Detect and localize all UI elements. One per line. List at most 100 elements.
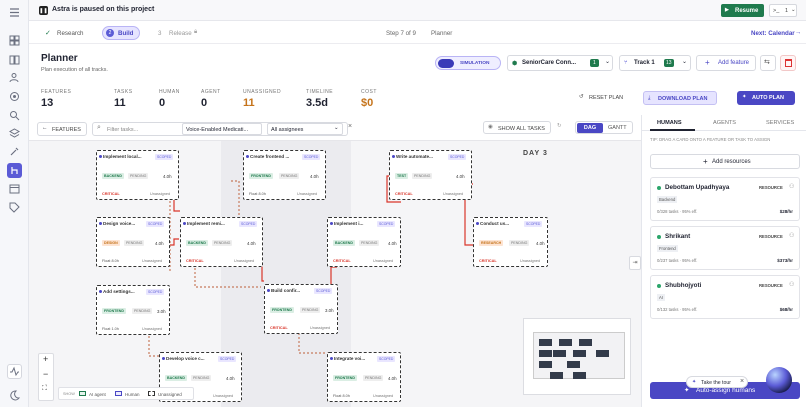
eye-icon: ◉ xyxy=(488,124,493,130)
tab-services[interactable]: SERVICES xyxy=(766,120,795,126)
terminal-button[interactable]: >_ 1 ⌄ xyxy=(769,4,797,17)
auto-plan-button[interactable]: ✦ AUTO PLAN xyxy=(737,91,795,105)
fit-view-icon[interactable]: ⛶ xyxy=(42,385,47,392)
take-tour-button[interactable]: ✦ Take the tour × xyxy=(686,376,748,388)
dashboard-icon[interactable] xyxy=(7,33,22,48)
terminal-icon: >_ xyxy=(773,8,780,14)
refresh-icon[interactable]: ↻ xyxy=(557,123,562,129)
task-card[interactable]: Build confir... SCOPED FRONTEND PENDING … xyxy=(264,284,338,334)
resume-button[interactable]: ▶ Resume xyxy=(721,4,764,17)
clear-filter-icon[interactable]: × xyxy=(348,123,353,130)
dag-tab[interactable]: DAG xyxy=(577,123,603,133)
task-card[interactable]: Implement i... SCOPED BACKEND PENDING 4.… xyxy=(327,217,401,267)
assign-tip: TIP: DRAG A CARD ONTO A FEATURE OR TASK … xyxy=(650,137,771,142)
add-feature-button[interactable]: + Add feature xyxy=(696,55,756,71)
toggle-knob xyxy=(438,59,454,68)
task-card[interactable]: Implement local... SCOPED BACKEND PENDIN… xyxy=(96,150,179,200)
features-button[interactable]: ← FEATURES xyxy=(37,122,87,136)
status-dot xyxy=(476,222,479,225)
chevron-down-icon: ⌄ xyxy=(791,7,796,13)
collapse-panel-icon[interactable]: ⇥ xyxy=(629,256,641,270)
status-dot xyxy=(99,222,102,225)
step-release[interactable]: Release xyxy=(169,30,192,37)
project-icon: ⬢ xyxy=(512,61,518,67)
moon-icon[interactable] xyxy=(7,388,22,403)
workflow-steps: ✓ Research 2 Build 3 Release 🔒︎ Step 7 o… xyxy=(29,22,806,44)
status-dot xyxy=(330,357,333,360)
resource-card[interactable]: Debottam Upadhyaya RESOURCE ⚇ Backend 0/… xyxy=(650,177,800,221)
zoom-in-button[interactable]: + xyxy=(43,354,49,364)
page-subtitle: Plan execution of all tracks. xyxy=(41,67,108,73)
sparkle-icon: ✦ xyxy=(692,379,697,385)
tag-icon[interactable] xyxy=(7,200,22,215)
sliders-button[interactable]: ⇆ xyxy=(760,55,776,71)
users-icon[interactable] xyxy=(7,70,22,85)
step-research[interactable]: Research xyxy=(57,30,84,37)
paused-banner: ❚❚ Astra is paused on this project ▶ Res… xyxy=(29,0,806,21)
task-card[interactable]: Add settings... SCOPED FRONTEND PENDING … xyxy=(96,285,170,335)
canvas-toolbar: ← FEATURES ⌕ Filter tasks... Voice-Enabl… xyxy=(29,118,641,140)
next-link[interactable]: Next: Calendar xyxy=(751,30,795,37)
zoom-out-button[interactable]: − xyxy=(43,369,49,379)
target-icon[interactable] xyxy=(7,89,22,104)
plus-icon: + xyxy=(703,157,708,166)
task-card[interactable]: Integrate voi... SCOPED FRONTEND PENDING… xyxy=(327,352,401,402)
task-card[interactable]: Conduct us... SCOPED RESEARCH PENDING 4.… xyxy=(473,217,548,267)
resource-card[interactable]: Shubhojyoti RESOURCE ⚇ AI 0/132 tasks · … xyxy=(650,275,800,319)
sliders-icon: ⇆ xyxy=(764,59,770,66)
calendar-icon[interactable] xyxy=(7,181,22,196)
chevron-down-icon: ⌄ xyxy=(605,59,611,65)
tab-humans[interactable]: HUMANS xyxy=(657,120,682,126)
minimap[interactable] xyxy=(523,318,631,395)
track-select[interactable]: ⑂ Track 1 13 ⌄ xyxy=(619,55,691,71)
delete-button[interactable] xyxy=(780,55,796,71)
tools-icon[interactable] xyxy=(7,144,22,159)
task-card[interactable]: Create frontend ... SCOPED FRONTEND PEND… xyxy=(243,150,326,200)
close-icon[interactable]: × xyxy=(740,378,745,385)
status-dot xyxy=(330,222,333,225)
tab-agents[interactable]: AGENTS xyxy=(713,120,737,126)
status-dot xyxy=(183,222,186,225)
ai-swatch xyxy=(79,391,86,396)
dag-canvas[interactable]: DAY 3 Implement local... SCOPED BACKEND … xyxy=(29,140,641,407)
download-plan-button[interactable]: ⤓ DOWNLOAD PLAN xyxy=(643,91,717,105)
add-resources-button[interactable]: + Add resources xyxy=(650,154,800,169)
task-card[interactable]: Design voice... SCOPED DESIGN PENDING 4.… xyxy=(96,217,170,267)
project-select[interactable]: ⬢ SeniorCare Conn... 1 ⌄ xyxy=(507,55,613,71)
resources-panel: HUMANS AGENTS SERVICES TIP: DRAG A CARD … xyxy=(641,115,806,407)
planner-icon[interactable] xyxy=(7,163,22,178)
assignee-select[interactable]: All assignees ⌄ xyxy=(267,123,343,135)
day-label: DAY 3 xyxy=(523,150,548,157)
stat-cost: COST$0 xyxy=(361,89,377,109)
page-title: Planner xyxy=(41,53,78,64)
search-icon[interactable] xyxy=(7,108,22,123)
filter-input[interactable]: ⌕ Filter tasks... xyxy=(92,122,348,136)
download-icon: ⤓ xyxy=(648,95,651,101)
task-card[interactable]: Implement remi... SCOPED BACKEND PENDING… xyxy=(180,217,263,267)
play-icon: ▶ xyxy=(725,7,729,13)
task-card[interactable]: Write automate... SCOPED TEST PENDING 4.… xyxy=(389,150,472,200)
reset-plan-button[interactable]: ↺ RESET PLAN xyxy=(579,94,624,101)
step-build[interactable]: 2 Build xyxy=(102,26,140,40)
layers-icon[interactable] xyxy=(7,126,22,141)
book-icon[interactable] xyxy=(7,52,22,67)
gantt-tab[interactable]: GANTT xyxy=(608,124,627,131)
online-dot xyxy=(657,284,661,288)
assistant-orb[interactable] xyxy=(766,367,792,393)
chevron-down-icon: ⌄ xyxy=(334,125,339,131)
arrow-left-icon: ← xyxy=(42,125,48,131)
user-icon: ⚇ xyxy=(789,184,795,190)
feature-filter-select[interactable]: Voice-Enabled Medicati... xyxy=(182,123,262,135)
trash-icon xyxy=(785,59,792,67)
unassigned-swatch xyxy=(148,391,155,396)
resource-card[interactable]: Shrikant RESOURCE ⚇ Frontend 0/237 tasks… xyxy=(650,226,800,270)
show-all-tasks-button[interactable]: ◉ SHOW ALL TASKS xyxy=(483,121,551,134)
menu-icon[interactable] xyxy=(7,5,22,20)
legend: SHOW AI agent Human Unassigned xyxy=(58,387,194,400)
simulation-toggle[interactable]: SIMULATION xyxy=(435,56,501,70)
activity-icon[interactable] xyxy=(7,364,22,379)
